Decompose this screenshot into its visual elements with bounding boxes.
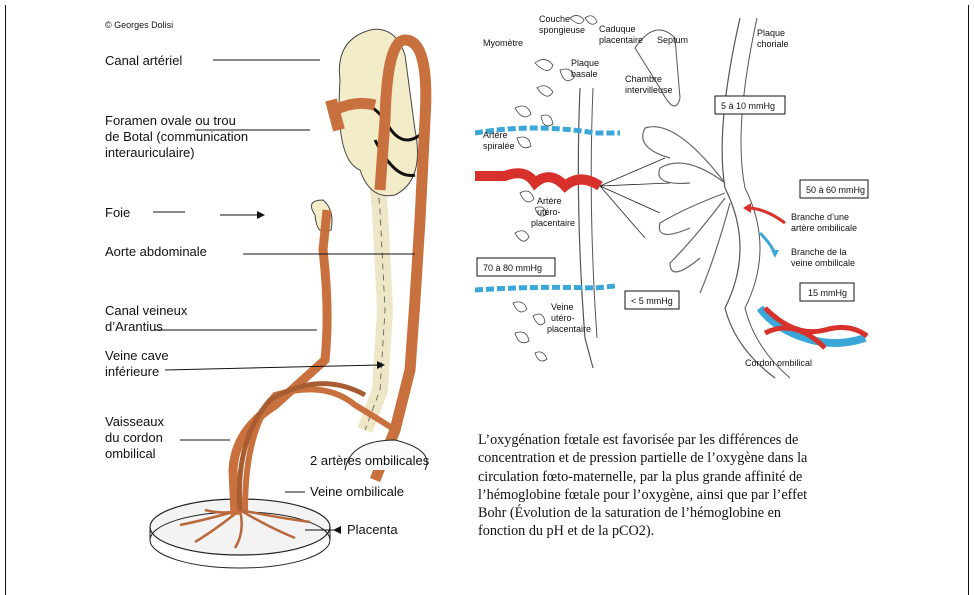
label-caduque-2: placentaire <box>599 35 643 45</box>
label-cordon: Cordon ombilical <box>745 358 812 368</box>
label-veine-utero-1: Veine <box>551 302 574 312</box>
pressure-50-60: 50 à 60 mmHg <box>806 185 865 195</box>
label-vaisseaux-2: du cordon <box>105 430 163 445</box>
chorionic-plate <box>722 18 775 378</box>
label-foramen-2: de Botal (communication <box>105 129 248 144</box>
pressure-15: 15 mmHg <box>808 288 847 298</box>
caption-line: L’oxygénation fœtale est favorisée par l… <box>478 431 914 449</box>
label-chambre-2: intervilleuse <box>625 85 673 95</box>
pressure-70-80: 70 à 80 mmHg <box>483 263 542 273</box>
label-couche-2: spongieuse <box>539 25 585 35</box>
uterine-artery-vessel <box>475 173 600 186</box>
label-plaque-basale-1: Plaque <box>571 58 599 68</box>
label-chambre-1: Chambre <box>625 74 662 84</box>
label-septum: Septum <box>657 35 688 45</box>
label-arteres-ombilicales: 2 artères ombilicales <box>310 453 430 468</box>
label-artere-utero-2: utéro- <box>537 207 561 217</box>
label-foramen-1: Foramen ovale ou trou <box>105 113 236 128</box>
label-veine-utero-2: utéro- <box>551 313 575 323</box>
label-plaque-basale-2: basale <box>571 69 598 79</box>
label-plaque-choriale-1: Plaque <box>757 28 785 38</box>
label-canal-veineux-2: d’Arantius <box>105 319 163 334</box>
copyright-text: © Georges Dolisi <box>105 20 173 30</box>
label-vaisseaux-3: ombilical <box>105 446 156 461</box>
caption-line: fonction du pH et de la pCO2). <box>478 522 914 540</box>
label-caduque-1: Caduque <box>599 24 636 34</box>
label-foramen-3: interauriculaire) <box>105 145 195 160</box>
label-veine-ombilicale: Veine ombilicale <box>310 484 404 499</box>
label-foie: Foie <box>105 205 130 220</box>
label-veine-utero-3: placentaire <box>547 324 591 334</box>
label-vaisseaux-1: Vaisseaux <box>105 414 165 429</box>
label-canal-arteriel: Canal artériel <box>105 53 182 68</box>
label-branche-veine-2: veine ombilicale <box>791 258 855 268</box>
umbilical-cord <box>760 308 867 348</box>
fetal-circulation-svg: © Georges Dolisi Canal artériel Foramen … <box>95 10 465 590</box>
label-artere-utero-1: Artère <box>537 196 562 206</box>
label-plaque-choriale-2: choriale <box>757 39 789 49</box>
label-branche-artere-2: artère ombilicale <box>791 223 857 233</box>
label-artere-utero-3: placentaire <box>531 218 575 228</box>
placental-exchange-diagram: 5 à 10 mmHg 50 à 60 mmHg 70 à 80 mmHg < … <box>475 8 875 383</box>
label-veine-cave-2: inférieure <box>105 364 159 379</box>
label-canal-veineux-1: Canal veineux <box>105 303 188 318</box>
caption-paragraph: L’oxygénation fœtale est favorisée par l… <box>478 431 914 541</box>
label-placenta: Placenta <box>347 522 398 537</box>
label-artere-spiralee-1: Artère <box>483 130 508 140</box>
caption-line: concentration et de pression partielle d… <box>478 449 914 467</box>
label-myometre: Myomètre <box>483 38 523 48</box>
pressure-lt5: < 5 mmHg <box>631 296 673 306</box>
label-couche-1: Couche <box>539 14 570 24</box>
umbilical-artery-branch <box>747 208 785 223</box>
fetal-circulation-diagram: © Georges Dolisi Canal artériel Foramen … <box>95 10 465 590</box>
label-branche-veine-1: Branche de la <box>791 247 847 257</box>
villi <box>643 127 730 293</box>
placental-exchange-svg: 5 à 10 mmHg 50 à 60 mmHg 70 à 80 mmHg < … <box>475 8 875 383</box>
label-branche-artere-1: Branche d’une <box>791 212 849 222</box>
caption-line: circulation fœto-maternelle, par la plus… <box>478 468 914 486</box>
caption-line: Bohr (Évolution de la saturation de l’hé… <box>478 504 914 522</box>
label-veine-cave-1: Veine cave <box>105 348 169 363</box>
pressure-5-10: 5 à 10 mmHg <box>721 101 775 111</box>
caption-line: l’hémoglobine fœtale pour l’oxygène, ain… <box>478 486 914 504</box>
label-artere-spiralee-2: spiralée <box>483 141 515 151</box>
label-aorte: Aorte abdominale <box>105 244 207 259</box>
